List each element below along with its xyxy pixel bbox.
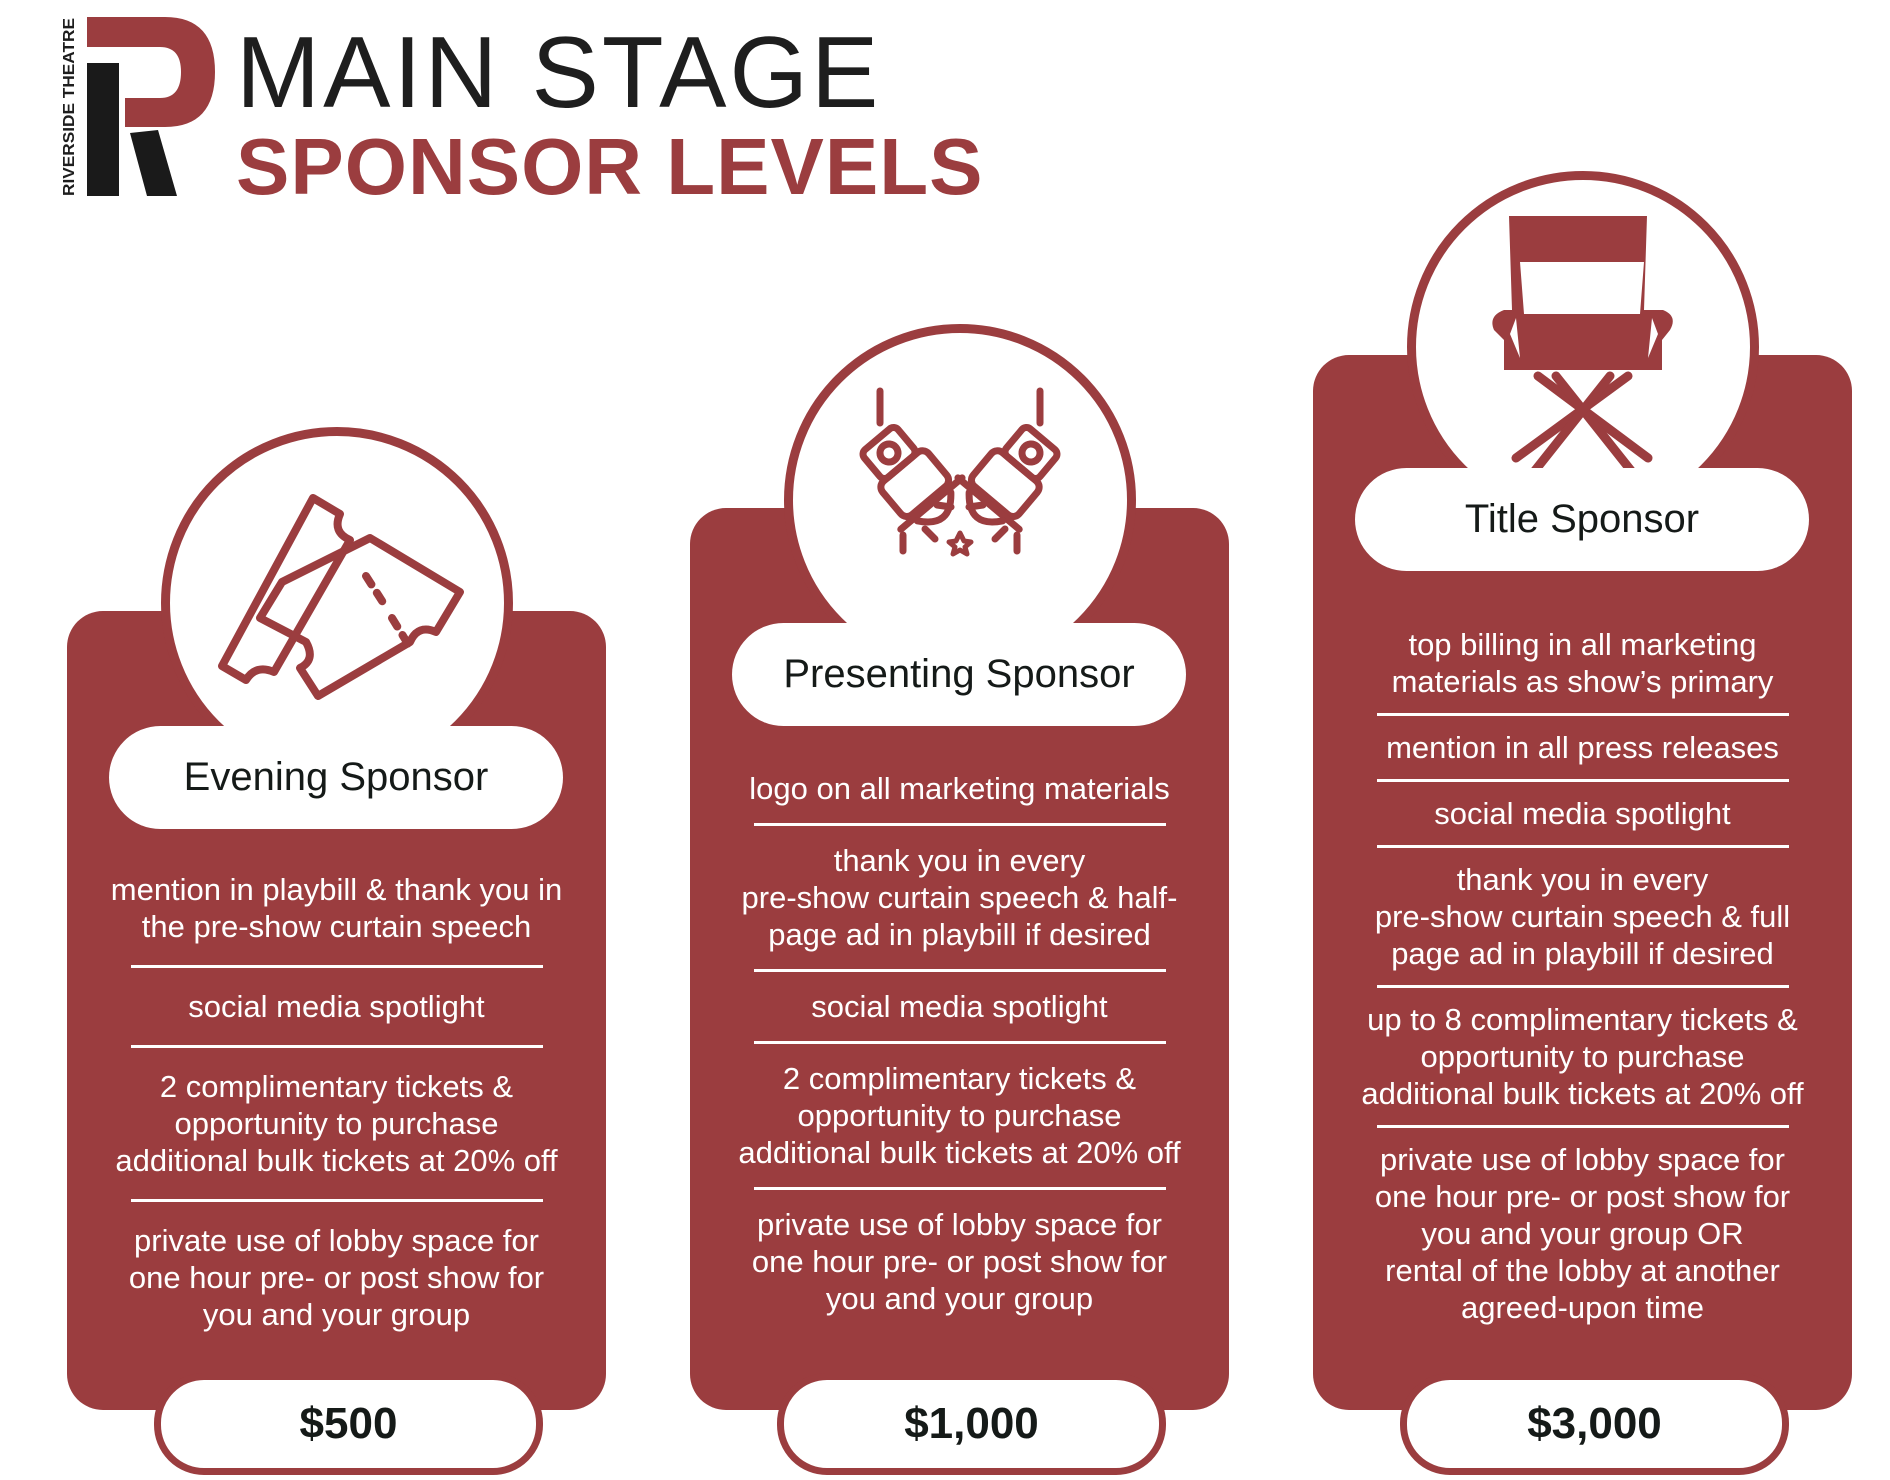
benefit-line: page ad in playbill if desired xyxy=(1391,936,1774,971)
benefit-line: opportunity to purchase xyxy=(1420,1039,1745,1074)
benefit-line: you and your group OR xyxy=(1421,1216,1744,1251)
benefit-line: you and your group xyxy=(202,1297,471,1332)
benefit-line: the pre-show curtain speech xyxy=(141,909,532,944)
benefit-line: social media spotlight xyxy=(811,989,1108,1024)
benefit-divider xyxy=(753,969,1166,972)
benefit-line: 2 complimentary tickets & xyxy=(159,1069,514,1104)
tier-name: Title Sponsor xyxy=(1464,497,1700,541)
tier-icon-circle xyxy=(784,324,1136,676)
benefit-line: social media spotlight xyxy=(188,989,485,1024)
tier-name-pill: Presenting Sponsor xyxy=(732,623,1186,726)
benefit-line: mention in playbill & thank you in xyxy=(110,872,563,907)
benefit-line: one hour pre- or post show for xyxy=(128,1260,545,1295)
benefit-line: up to 8 complimentary tickets & xyxy=(1367,1002,1798,1037)
price-badge: $500 xyxy=(154,1373,543,1475)
benefit-line: 2 complimentary tickets & xyxy=(782,1061,1137,1096)
tickets-icon xyxy=(218,494,464,700)
benefit-line: one hour pre- or post show for xyxy=(751,1244,1168,1279)
benefits-list: logo on all marketing materials thank you… xyxy=(690,770,1229,1317)
tier-icon-circle xyxy=(1407,171,1759,523)
benefit-line: page ad in playbill if desired xyxy=(768,917,1151,952)
benefit-line: social media spotlight xyxy=(1434,796,1731,831)
logo-text: RIVERSIDE THEATRE xyxy=(61,18,78,196)
benefit-item: 2 complimentary tickets &opportunity to … xyxy=(738,1060,1180,1171)
benefit-item: social media spotlight xyxy=(1434,795,1730,832)
benefit-divider xyxy=(130,1199,543,1202)
benefit-line: rental of the lobby at another xyxy=(1385,1253,1780,1288)
price-value: $1,000 xyxy=(904,1399,1039,1448)
price-value: $3,000 xyxy=(1527,1399,1662,1448)
benefit-divider xyxy=(130,965,543,968)
benefit-divider xyxy=(1376,713,1789,716)
benefit-item: social media spotlight xyxy=(188,988,484,1025)
tier-icon-circle xyxy=(161,427,513,779)
benefit-line: pre-show curtain speech & half- xyxy=(741,880,1178,915)
tier-name-pill: Title Sponsor xyxy=(1355,468,1809,571)
spotlights-icon xyxy=(859,387,1061,557)
tier-name: Evening Sponsor xyxy=(183,755,489,799)
benefit-line: pre-show curtain speech & full xyxy=(1374,899,1791,934)
benefit-line: private use of lobby space for xyxy=(134,1223,539,1258)
benefit-item: 2 complimentary tickets &opportunity to … xyxy=(115,1068,557,1179)
benefit-item: social media spotlight xyxy=(811,988,1107,1025)
benefit-line: agreed-upon time xyxy=(1461,1290,1704,1325)
price-badge: $3,000 xyxy=(1400,1373,1789,1475)
benefit-divider xyxy=(1376,779,1789,782)
price-value: $500 xyxy=(299,1399,398,1448)
benefit-line: one hour pre- or post show for xyxy=(1374,1179,1791,1214)
title-main-stage: MAIN STAGE xyxy=(236,17,882,129)
benefit-divider xyxy=(753,823,1166,826)
benefit-item: up to 8 complimentary tickets &opportuni… xyxy=(1361,1001,1803,1112)
directors-chair-icon xyxy=(1492,216,1673,507)
benefit-divider xyxy=(130,1045,543,1048)
tier-name-pill: Evening Sponsor xyxy=(109,726,563,829)
benefit-line: thank you in every xyxy=(1456,862,1709,897)
benefit-line: opportunity to purchase xyxy=(797,1098,1122,1133)
benefit-line: additional bulk tickets at 20% off xyxy=(738,1135,1181,1170)
tier-name: Presenting Sponsor xyxy=(783,652,1135,696)
price-badge: $1,000 xyxy=(777,1373,1166,1475)
benefit-line: you and your group xyxy=(825,1281,1094,1316)
title-sponsor-levels: SPONSOR LEVELS xyxy=(236,122,984,211)
benefit-line: materials as show’s primary xyxy=(1391,664,1774,699)
benefit-divider xyxy=(1376,985,1789,988)
benefit-line: private use of lobby space for xyxy=(757,1207,1162,1242)
benefit-line: top billing in all marketing xyxy=(1408,627,1757,662)
benefit-line: thank you in every xyxy=(833,843,1086,878)
benefit-line: additional bulk tickets at 20% off xyxy=(115,1143,558,1178)
riverside-theatre-logo: RIVERSIDE THEATRE xyxy=(61,17,215,196)
benefit-item: logo on all marketing materials xyxy=(749,770,1169,807)
benefit-line: private use of lobby space for xyxy=(1380,1142,1785,1177)
benefit-divider xyxy=(753,1041,1166,1044)
benefit-line: logo on all marketing materials xyxy=(749,771,1170,806)
benefit-divider xyxy=(1376,1125,1789,1128)
benefit-line: mention in all press releases xyxy=(1386,730,1779,765)
benefit-divider xyxy=(753,1187,1166,1190)
benefit-line: opportunity to purchase xyxy=(174,1106,499,1141)
benefit-line: additional bulk tickets at 20% off xyxy=(1361,1076,1804,1111)
benefit-item: mention in all press releases xyxy=(1386,729,1779,766)
benefit-divider xyxy=(1376,845,1789,848)
